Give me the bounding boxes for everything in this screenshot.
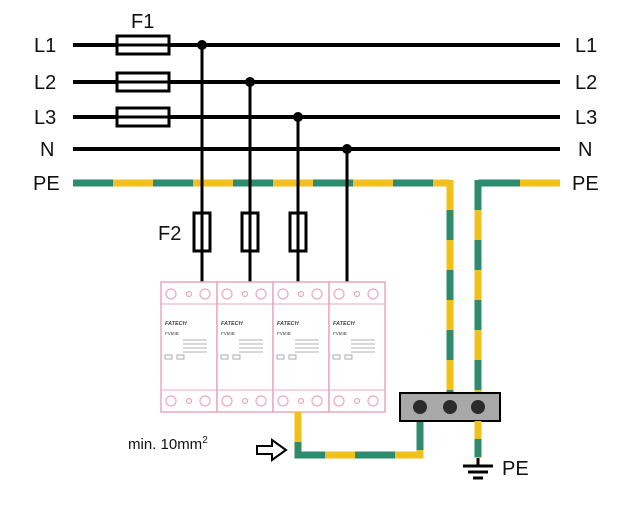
label-fuse-f2: F2 (158, 223, 181, 245)
terminal-screw-3 (471, 400, 485, 414)
spd-module-body (160, 281, 218, 413)
junction-dot-l3 (293, 112, 303, 122)
fuse-f1-l1 (115, 34, 171, 56)
terminal-circle-icon (333, 288, 345, 300)
junction-dot-l1 (197, 40, 207, 50)
fuse-f2-3 (288, 211, 308, 253)
surge-protector: FATECHFV50BFATECHFV50BFATECHFV50BFATECHF… (160, 281, 386, 413)
terminal-circle-icon (353, 397, 361, 405)
terminal-circle-icon (297, 397, 305, 405)
ce-mark-icon (276, 354, 285, 360)
label-n-left: N (40, 139, 54, 161)
spd-pe-wire (294, 405, 424, 459)
spd-model: FV50B (333, 331, 347, 336)
spd-module-body (216, 281, 274, 413)
fuse-f2-2 (240, 211, 260, 253)
spd-brand: FATECH (277, 321, 300, 327)
pe-terminal-block (399, 392, 501, 422)
terminal-circle-icon (185, 290, 193, 298)
terminal-circle-icon (311, 288, 323, 300)
terminal-circle-icon (311, 395, 323, 407)
spd-brand: FATECH (165, 321, 188, 327)
terminal-circle-icon (255, 288, 267, 300)
min-section-superscript: 2 (202, 435, 208, 446)
arrow-right-icon (256, 438, 288, 462)
fuse-f1-l2 (115, 71, 171, 93)
terminal-circle-icon (297, 290, 305, 298)
label-min-section: min. 10mm2 (128, 435, 208, 453)
cert-mark-icon (176, 354, 185, 360)
label-l3-right: L3 (575, 107, 597, 129)
terminal-circle-icon (367, 288, 379, 300)
pe-bus-right (474, 179, 560, 400)
label-l2-right: L2 (575, 72, 597, 94)
pe-bus-left (73, 179, 454, 400)
spd-module: FATECH FV50B (328, 281, 386, 413)
terminal-circle-icon (165, 395, 177, 407)
min-section-text: min. 10mm (128, 436, 202, 453)
spd-module: FATECH FV50B (216, 281, 274, 413)
terminal-circle-icon (241, 397, 249, 405)
junction-dot-l2 (245, 77, 255, 87)
ce-mark-icon (220, 354, 229, 360)
cert-mark-icon (232, 354, 241, 360)
spd-model: FV50B (165, 331, 179, 336)
fuse-f1-l3 (115, 106, 171, 128)
terminal-circle-icon (277, 288, 289, 300)
terminal-circle-icon (353, 290, 361, 298)
terminal-screw-1 (413, 400, 427, 414)
cert-mark-icon (288, 354, 297, 360)
terminal-circle-icon (199, 288, 211, 300)
terminal-circle-icon (185, 397, 193, 405)
label-fuse-f1: F1 (131, 11, 154, 33)
label-n-right: N (578, 139, 592, 161)
spd-module: FATECH FV50B (272, 281, 330, 413)
terminal-circle-icon (255, 395, 267, 407)
ce-mark-icon (164, 354, 173, 360)
spd-brand: FATECH (333, 321, 356, 327)
label-l2-left: L2 (34, 72, 56, 94)
label-pe-right: PE (572, 173, 599, 195)
label-l1-left: L1 (34, 35, 56, 57)
terminal-screw-2 (443, 400, 457, 414)
spd-model: FV50B (221, 331, 235, 336)
label-l1-right: L1 (575, 35, 597, 57)
terminal-circle-icon (333, 395, 345, 407)
label-l3-left: L3 (34, 107, 56, 129)
terminal-circle-icon (221, 288, 233, 300)
ce-mark-icon (332, 354, 341, 360)
spd-model: FV50B (277, 331, 291, 336)
ground-icon (463, 458, 493, 480)
terminal-circle-icon (277, 395, 289, 407)
fuse-f2-1 (192, 211, 212, 253)
label-earth-pe: PE (502, 458, 529, 480)
label-pe-left: PE (33, 173, 60, 195)
spd-module-body (272, 281, 330, 413)
terminal-circle-icon (165, 288, 177, 300)
spd-brand: FATECH (221, 321, 244, 327)
terminal-circle-icon (241, 290, 249, 298)
terminal-circle-icon (367, 395, 379, 407)
junction-dot-n (342, 144, 352, 154)
cert-mark-icon (344, 354, 353, 360)
terminal-circle-icon (221, 395, 233, 407)
spd-module-body (328, 281, 386, 413)
spd-module: FATECH FV50B (160, 281, 218, 413)
terminal-circle-icon (199, 395, 211, 407)
